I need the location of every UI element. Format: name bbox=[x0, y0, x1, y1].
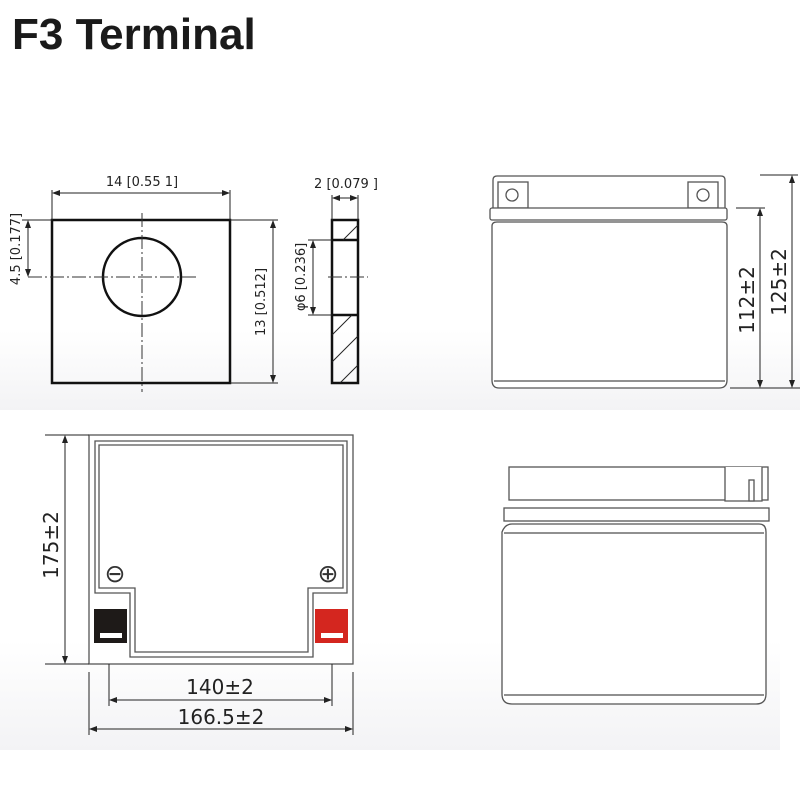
height-label: 13 [0.512] bbox=[254, 268, 269, 336]
page-title: F3 Terminal bbox=[12, 10, 256, 59]
battery-top-view: ⊖ ⊕ 175±2 140±2 166.5±2 bbox=[39, 434, 354, 735]
terminal-front-view: 14 [0.55 1] 4.5 [0.177] 13 [0.512] bbox=[9, 175, 278, 392]
terminal-plate bbox=[50, 218, 232, 385]
negative-symbol: ⊖ bbox=[105, 559, 126, 588]
total-height-label: 125±2 bbox=[767, 248, 791, 316]
width-label: 14 [0.55 1] bbox=[106, 175, 178, 190]
width-label: 166.5±2 bbox=[178, 705, 265, 729]
side-case bbox=[501, 523, 767, 705]
side-flange bbox=[503, 507, 770, 522]
terminal-spacing-label: 140±2 bbox=[186, 675, 254, 699]
battery-case bbox=[491, 221, 728, 389]
positive-symbol: ⊕ bbox=[318, 559, 339, 588]
lid-flange bbox=[489, 207, 728, 221]
hole-diameter-label: φ6 [0.236] bbox=[294, 243, 309, 311]
length-label: 175±2 bbox=[39, 511, 63, 579]
case-height-label: 112±2 bbox=[735, 266, 759, 334]
terminal-side-view: 2 [0.079 ] φ6 [0.236] bbox=[294, 177, 378, 385]
hole-offset-label: 4.5 [0.177] bbox=[9, 213, 24, 285]
battery-front-view: 112±2 125±2 bbox=[489, 174, 800, 389]
thickness-label: 2 [0.079 ] bbox=[314, 177, 378, 192]
battery-side-view bbox=[501, 466, 770, 705]
